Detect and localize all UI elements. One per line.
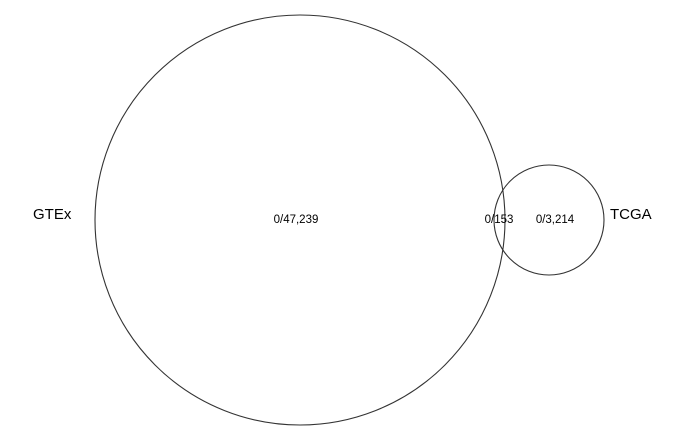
tcga-set-circle — [493, 164, 605, 276]
tcga-only-count: 0/3,214 — [536, 214, 575, 226]
gtex-set-circle — [94, 14, 506, 426]
tcga-set-label: TCGA — [610, 206, 652, 223]
gtex-only-count: 0/47,239 — [274, 214, 319, 226]
intersection-count: 0/153 — [485, 214, 514, 226]
gtex-set-label: GTEx — [33, 206, 72, 223]
